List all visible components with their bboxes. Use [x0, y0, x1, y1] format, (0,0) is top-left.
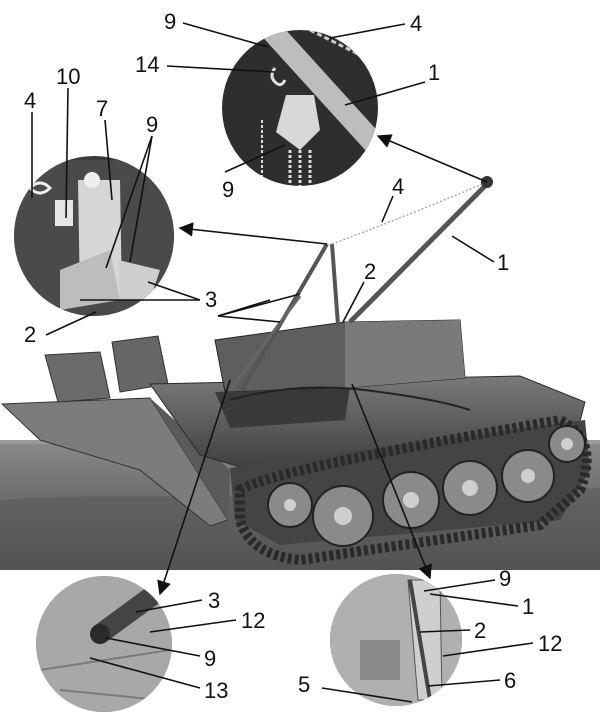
leader-lines	[31, 22, 534, 703]
callout-br-12: 12	[538, 631, 562, 656]
callout-bl-12: 12	[241, 608, 265, 633]
inset-bottom-left-strut-base	[36, 576, 172, 712]
inset-left-mast-base	[14, 156, 174, 316]
callout-left-10: 10	[56, 64, 80, 89]
callout-main-1: 1	[497, 250, 509, 275]
callout-bl-3: 3	[208, 588, 220, 613]
callout-top-9b: 9	[222, 177, 234, 202]
callout-left-2: 2	[24, 322, 36, 347]
callout-labels: 9 4 14 1 9 10 4 7 9 3 2 4 1 2 3 12 9 13 …	[24, 9, 562, 703]
callout-br-5: 5	[298, 672, 310, 697]
inset-bottom-right-strut-foot	[330, 574, 462, 706]
callout-top-1: 1	[428, 60, 440, 85]
callout-br-9: 9	[499, 566, 511, 591]
callout-br-1: 1	[522, 594, 534, 619]
callout-left-3: 3	[205, 287, 217, 312]
callout-left-7: 7	[96, 96, 108, 121]
callout-top-4: 4	[410, 11, 422, 36]
callout-main-2: 2	[364, 259, 376, 284]
callout-top-9: 9	[164, 9, 176, 34]
callout-left-9: 9	[146, 112, 158, 137]
callout-top-14: 14	[135, 52, 159, 77]
pointer-arrows	[157, 134, 488, 596]
inset-top-pulley	[222, 30, 378, 186]
callout-br-2: 2	[474, 618, 486, 643]
callout-br-6: 6	[504, 668, 516, 693]
callout-bl-9: 9	[204, 646, 216, 671]
callout-left-4: 4	[24, 88, 36, 113]
callout-bl-13: 13	[204, 678, 228, 703]
callout-main-4: 4	[392, 174, 404, 199]
